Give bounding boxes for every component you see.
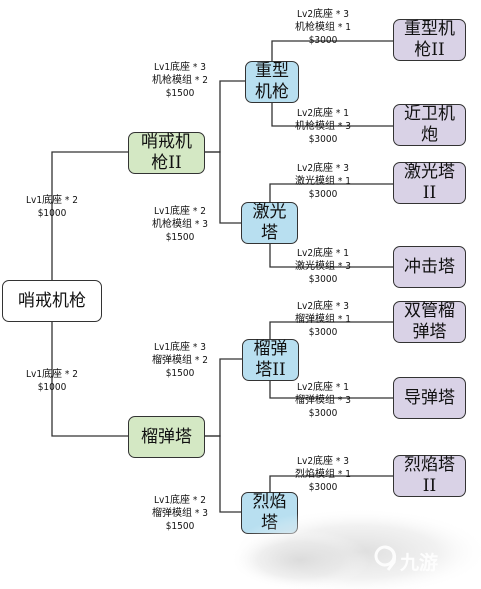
- node-laser-tower-2: 激光塔 II: [393, 162, 466, 204]
- node-laser-tower: 激光 塔: [241, 202, 298, 244]
- node-mortar-tower-2: 榴弹 塔II: [242, 339, 299, 381]
- node-guard-cannon: 近卫机 炮: [393, 104, 466, 146]
- cost-label: Lv2底座 * 3 烈焰模组 * 1 $3000: [295, 456, 351, 493]
- connector-mortar2-missile: [269, 379, 394, 399]
- cost-label: Lv1底座 * 2 榴弹模组 * 3 $1500: [152, 495, 208, 532]
- cost-label: Lv2底座 * 3 机枪模组 * 1 $3000: [295, 9, 351, 46]
- watermark-text: 九游: [400, 552, 439, 574]
- cost-label: Lv2底座 * 1 激光模组 * 3 $3000: [295, 248, 351, 285]
- connector-laser-laser2: [269, 183, 394, 203]
- connector-mortar2-twin-mortar: [269, 321, 394, 339]
- connector-root-sentry2: [51, 151, 129, 283]
- connector-heavy-mg-heavy-mg2: [271, 40, 394, 62]
- node-flame-tower-2: 烈焰塔 II: [393, 455, 466, 497]
- cost-label: Lv1底座 * 3 榴弹模组 * 2 $1500: [152, 342, 208, 379]
- node-heavy-machine-gun-2: 重型机 枪II: [393, 19, 466, 61]
- cost-label: Lv1底座 * 2 $1000: [26, 195, 78, 219]
- cost-label: Lv1底座 * 3 机枪模组 * 2 $1500: [152, 62, 208, 99]
- connector-sentry2-laser: [205, 151, 241, 224]
- node-mortar-tower: 榴弹塔: [128, 416, 205, 458]
- cost-label: Lv2底座 * 3 激光模组 * 1 $3000: [295, 163, 351, 200]
- cost-label: Lv2底座 * 1 机枪模组 * 3 $3000: [295, 108, 351, 145]
- cost-label: Lv1底座 * 2 $1000: [26, 369, 78, 393]
- cost-label: Lv1底座 * 2 机枪模组 * 3 $1500: [152, 206, 208, 243]
- node-heavy-machine-gun: 重型 机枪: [245, 61, 299, 103]
- connector-flame-flame2: [269, 475, 394, 492]
- connector-laser-impact: [269, 243, 394, 268]
- connector-heavy-mg-guard-cannon: [271, 102, 394, 127]
- node-flame-tower: 烈焰 塔: [241, 492, 298, 534]
- connector-root-mortar: [51, 321, 129, 437]
- cost-label: Lv2底座 * 1 榴弹模组 * 3 $3000: [295, 382, 351, 419]
- node-twin-mortar-tower: 双管榴 弹塔: [393, 301, 466, 343]
- node-impact-tower: 冲击塔: [393, 246, 466, 288]
- node-missile-tower: 导弹塔: [393, 377, 466, 419]
- node-sentry-gun-2: 哨戒机 枪II: [128, 132, 205, 174]
- node-sentry-gun: 哨戒机枪: [2, 280, 102, 322]
- cost-label: Lv2底座 * 3 榴弹模组 * 1 $3000: [295, 301, 351, 338]
